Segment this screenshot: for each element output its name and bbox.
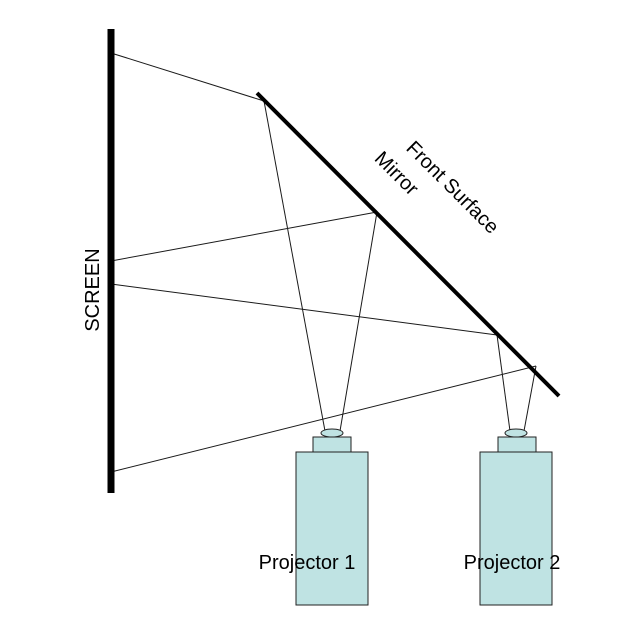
p1-ray-reflect-top [110, 52, 265, 102]
p1-ray-left-to-mirror [263, 100, 326, 432]
projector-2-body [479, 451, 553, 606]
screen-label: SCREEN [82, 248, 104, 331]
p1-ray-right-to-mirror [339, 211, 378, 432]
projector-1-label: Projector 1 [259, 552, 356, 574]
projector-1-lens-mount [312, 436, 352, 453]
p2-ray-left-to-mirror [496, 334, 511, 432]
front-surface-mirror [255, 91, 561, 398]
p2-ray-reflect-top [110, 283, 498, 336]
projector-2 [479, 428, 553, 606]
p1-ray-reflect-bottom [110, 211, 378, 262]
projector-1 [295, 428, 369, 606]
projector-1-lens [320, 428, 344, 438]
projector-2-lens-mount [497, 436, 537, 453]
projector-2-rays [110, 283, 537, 473]
projector-1-body [295, 451, 369, 606]
projector-1-rays [110, 52, 378, 432]
p2-ray-right-to-mirror [523, 365, 537, 432]
p2-ray-reflect-bottom [110, 365, 537, 473]
projector-2-label: Projector 2 [464, 552, 561, 574]
projector-2-lens [504, 428, 528, 438]
